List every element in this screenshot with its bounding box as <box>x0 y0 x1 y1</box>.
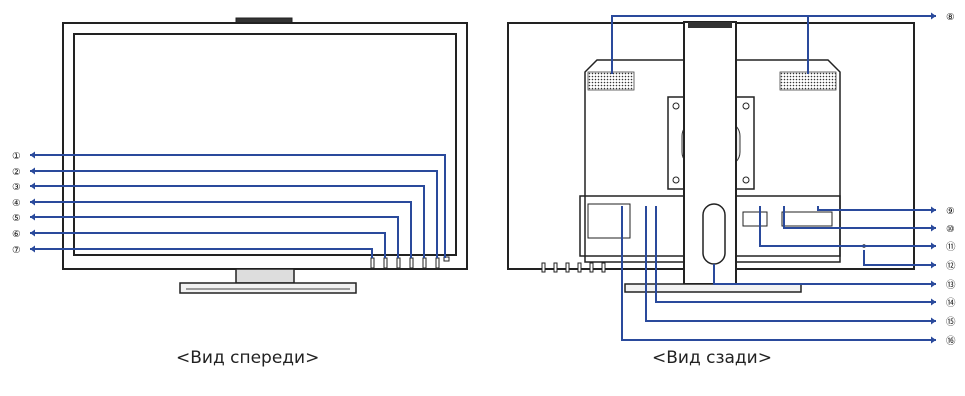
rear-leader-4-arrow <box>931 224 936 232</box>
rear-leader-5 <box>759 206 936 247</box>
rear-leader-6 <box>863 250 936 266</box>
front-screen <box>73 33 457 256</box>
front-callout-4: ④ <box>12 198 21 209</box>
rear-leader-8 <box>655 206 936 303</box>
front-button-5 <box>422 257 427 269</box>
rear-leader-7 <box>713 264 936 285</box>
front-leader-1-arrow <box>30 151 35 159</box>
rear-leader-4 <box>783 206 936 229</box>
rear-callout-8: ⑧ <box>946 12 955 23</box>
front-leader-7 <box>30 248 373 258</box>
front-leader-2-arrow <box>30 167 35 175</box>
front-button-6 <box>435 257 440 269</box>
rear-speaker-right <box>779 71 837 91</box>
rear-callout-10: ⑩ <box>946 224 955 235</box>
vesa-screw-1 <box>672 102 680 110</box>
rear-port-block <box>742 211 768 227</box>
rear-stand-top <box>688 22 732 28</box>
rear-housing <box>584 59 841 263</box>
rear-leader-10 <box>621 206 936 341</box>
front-callout-numbers: ① ② ③ ④ ⑤ ⑥ ⑦ <box>12 151 21 256</box>
front-callout-2: ② <box>12 167 21 178</box>
front-stand-neck <box>235 268 295 284</box>
front-leader-7-arrow <box>30 245 35 253</box>
front-callout-5: ⑤ <box>12 213 21 224</box>
front-leader-lines <box>30 151 446 258</box>
rear-bottom-buttons <box>541 262 606 273</box>
rear-leader-1-arrow <box>931 12 936 20</box>
front-view: ① ② ③ ④ ⑤ ⑥ ⑦ <box>12 17 468 294</box>
rear-cable-hole <box>702 203 726 265</box>
rear-leader-7-arrow <box>931 280 936 288</box>
front-leader-5 <box>30 216 399 258</box>
vesa-screw-3 <box>672 176 680 184</box>
rear-leader-5-arrow <box>931 242 936 250</box>
front-stand-base <box>179 282 357 294</box>
front-button-4 <box>409 257 414 269</box>
front-leader-3 <box>30 185 425 258</box>
front-leader-6-arrow <box>30 229 35 237</box>
rear-speaker-left <box>587 71 635 91</box>
front-leader-6 <box>30 232 386 258</box>
front-leader-3-arrow <box>30 182 35 190</box>
rear-stand-base <box>624 283 802 293</box>
rear-callout-16: ⑯ <box>946 336 956 347</box>
front-view-caption: <Вид спереди> <box>176 348 320 368</box>
rear-callout-14: ⑭ <box>946 298 956 309</box>
rear-callout-15: ⑮ <box>946 317 956 328</box>
rear-leader-3-arrow <box>931 206 936 214</box>
front-callout-1: ① <box>12 151 21 162</box>
front-callout-6: ⑥ <box>12 229 21 240</box>
rear-power-block <box>587 203 631 239</box>
rear-view: ⑧ ⑨ ⑩ ⑪ ⑫ ⑬ ⑭ ⑮ ⑯ <box>507 12 956 347</box>
front-power-led <box>443 256 450 262</box>
rear-callout-13: ⑬ <box>946 280 956 291</box>
rear-port-block-2 <box>781 211 833 227</box>
rear-leader-8-arrow <box>931 298 936 306</box>
rear-callout-11: ⑪ <box>946 242 956 253</box>
rear-callout-12: ⑫ <box>946 261 956 272</box>
rear-leader-9 <box>645 206 936 322</box>
rear-leader-3 <box>817 206 936 211</box>
rear-view-caption: <Вид сзади> <box>652 348 772 368</box>
rear-leader-lines <box>611 12 936 344</box>
rear-callout-numbers: ⑧ ⑨ ⑩ ⑪ ⑫ ⑬ ⑭ ⑮ ⑯ <box>946 12 956 347</box>
vesa-screw-4 <box>742 176 750 184</box>
front-leader-2 <box>30 170 438 258</box>
rear-leader-9-arrow <box>931 317 936 325</box>
front-callout-7: ⑦ <box>12 245 21 256</box>
front-button-1 <box>370 257 375 269</box>
vesa-screw-2 <box>742 102 750 110</box>
rear-leader-1 <box>611 15 936 74</box>
rear-leader-10-arrow <box>931 336 936 344</box>
front-leader-4-arrow <box>30 198 35 206</box>
front-button-3 <box>396 257 401 269</box>
rear-leader-6-arrow <box>931 261 936 269</box>
rear-callout-9: ⑨ <box>946 206 955 217</box>
front-leader-5-arrow <box>30 213 35 221</box>
front-callout-3: ③ <box>12 182 21 193</box>
front-leader-4 <box>30 201 412 258</box>
front-button-2 <box>383 257 388 269</box>
front-leader-1 <box>30 154 446 258</box>
